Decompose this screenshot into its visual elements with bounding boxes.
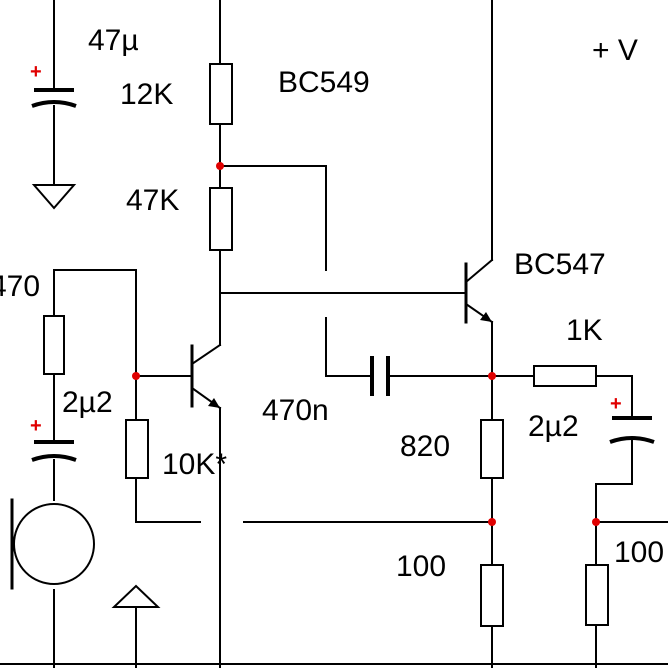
output-capacitor-label: 2µ2: [528, 410, 579, 443]
resistor-470: [43, 315, 65, 375]
resistor-47k: [209, 187, 233, 251]
resistor-1k: [533, 365, 597, 387]
resistor-100-output: [585, 564, 609, 626]
transistor-q2: [464, 258, 494, 324]
resistor-47k-label: 47K: [126, 184, 179, 217]
resistor-12k: [209, 63, 233, 125]
ground-icon-supply: [31, 184, 77, 210]
input-capacitor-polarity: +: [30, 415, 42, 437]
input-capacitor-label: 2µ2: [62, 386, 113, 419]
junction-dots: [132, 162, 600, 526]
output-capacitor: +: [609, 393, 655, 444]
transistor-q1: [190, 343, 222, 410]
ground-icon-mic: [111, 584, 161, 608]
output-capacitor-polarity: +: [610, 393, 622, 415]
resistor-820-label: 820: [400, 430, 450, 463]
supply-capacitor-label: 47µ: [88, 24, 139, 57]
supply-capacitor-polarity: +: [30, 61, 42, 83]
input-capacitor: +: [30, 415, 77, 462]
resistor-10k: [125, 419, 149, 479]
coupling-capacitor: [370, 356, 390, 396]
resistor-1k-label: 1K: [566, 314, 603, 347]
supply-capacitor: +: [30, 61, 77, 108]
resistor-100-emitter: [480, 564, 504, 627]
coupling-capacitor-label: 470n: [262, 394, 329, 427]
transistor-q2-label: BC547: [514, 248, 606, 281]
supply-voltage-label: + V: [592, 34, 638, 67]
resistor-820: [480, 419, 504, 479]
resistor-100-emitter-label: 100: [396, 550, 446, 583]
transistor-q1-label: BC549: [278, 66, 370, 99]
resistor-100-output-label: 100: [614, 536, 664, 569]
resistor-10k-label: 10K*: [162, 448, 227, 481]
resistor-470-label: 470: [0, 270, 40, 303]
resistor-12k-label: 12K: [120, 78, 173, 111]
microphone-icon: [10, 498, 95, 590]
